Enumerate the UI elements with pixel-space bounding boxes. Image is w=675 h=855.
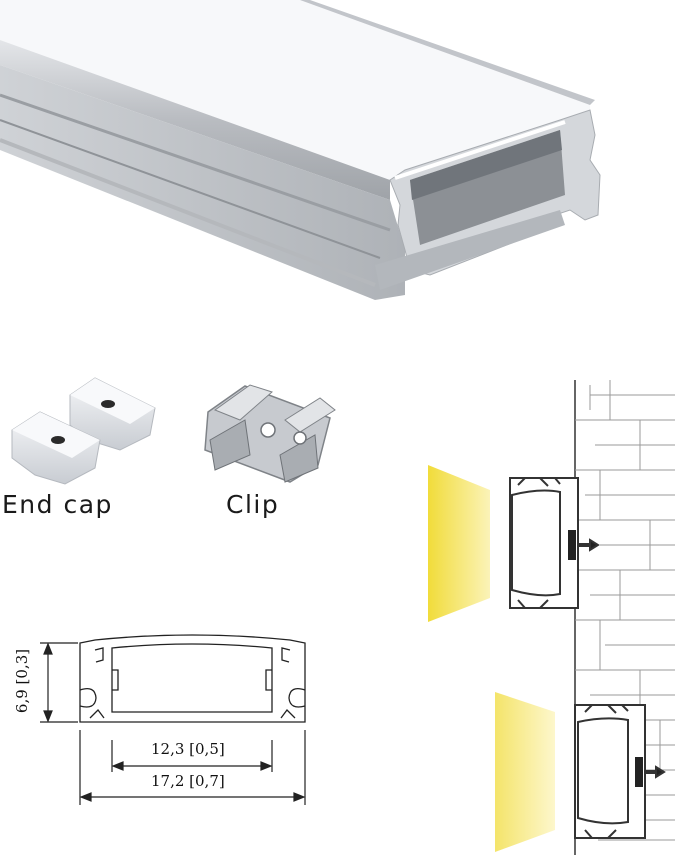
inner-width-dimension-label: 12,3 [0,5] (151, 740, 225, 758)
light-beam-upper (428, 465, 490, 622)
height-dimension (40, 642, 78, 723)
light-beam-lower (495, 692, 555, 852)
height-dimension-label: 6,9 [0,3] (13, 648, 31, 714)
installed-profile-upper (509, 477, 600, 609)
cross-section-drawing (79, 634, 306, 723)
installed-profile-lower (574, 704, 666, 839)
outer-width-dimension (79, 730, 306, 805)
end-cap-label: End cap (2, 490, 113, 519)
profile-3d-render (0, 0, 601, 300)
clip-label: Clip (226, 490, 280, 519)
end-cap-image (11, 377, 156, 485)
inner-width-dimension (111, 740, 273, 772)
clip-image (204, 384, 336, 483)
outer-width-dimension-label: 17,2 [0,7] (151, 772, 225, 790)
